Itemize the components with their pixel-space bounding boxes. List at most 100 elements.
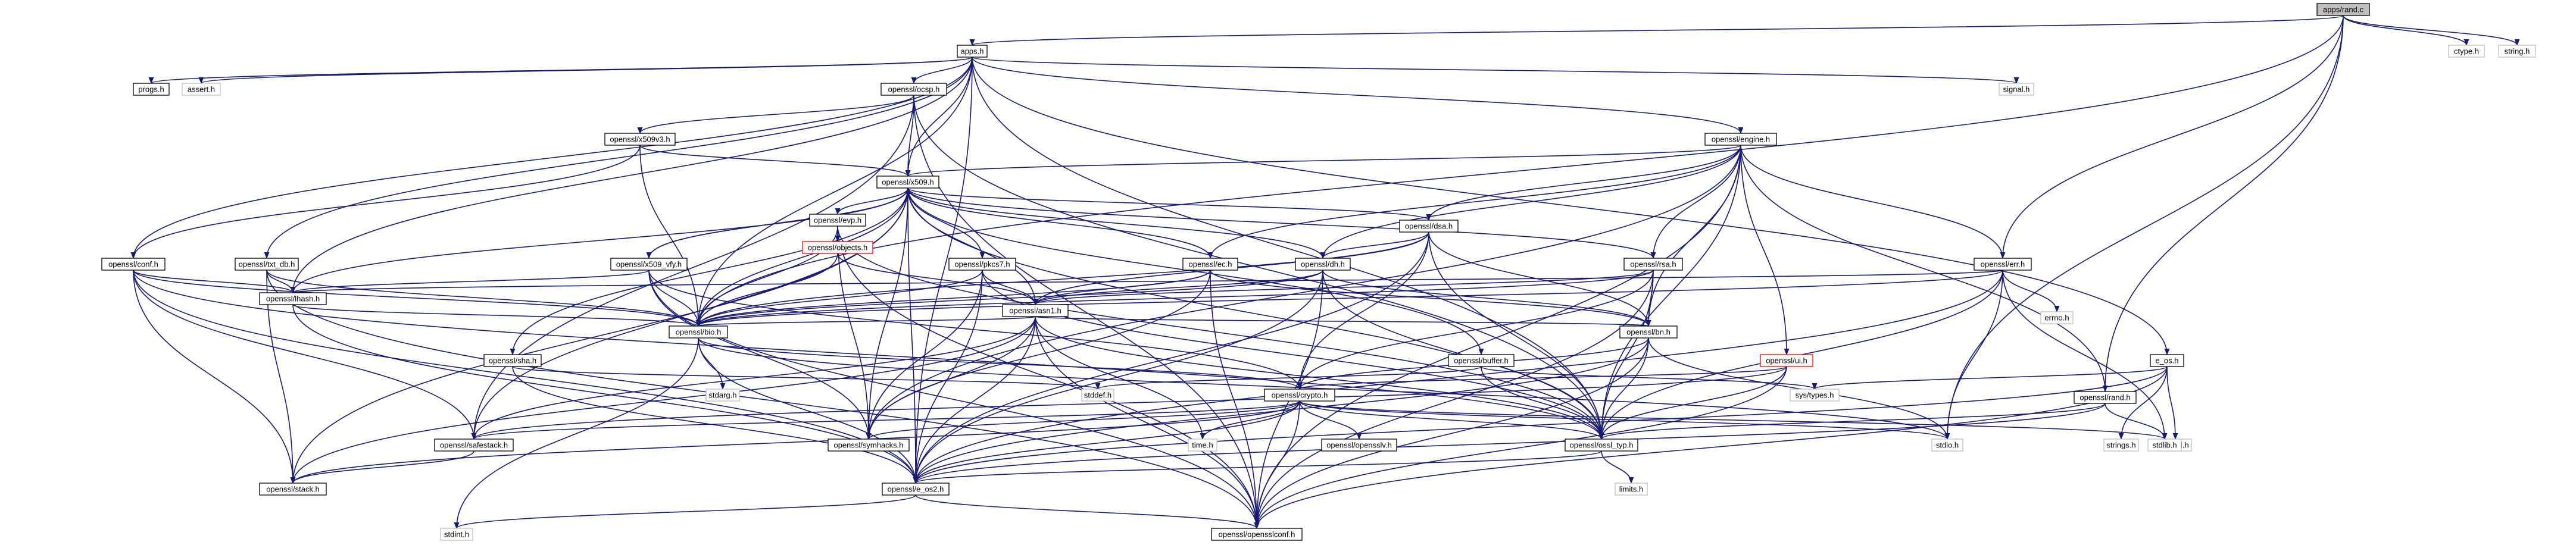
node-box	[2150, 354, 2184, 367]
edge-x509_h-to-asn1_h	[907, 187, 1038, 306]
node-engine-h[interactable]: openssl/engine.h	[1704, 133, 1777, 146]
edge-txt_db_h-to-stack_h	[266, 270, 296, 484]
node-box	[880, 83, 947, 96]
node-symhacks-h[interactable]: openssl/symhacks.h	[828, 438, 910, 452]
edge-rsa_h-to-bio_h	[695, 270, 1654, 327]
edge-apps_h-to-x509_h	[905, 57, 973, 177]
node-e-os-h[interactable]: e_os.h	[2150, 354, 2184, 367]
node-crypto-h[interactable]: openssl/crypto.h	[1264, 389, 1335, 402]
node-opensslconf-h[interactable]: openssl/opensslconf.h	[1211, 528, 1303, 541]
edge-x509_h-to-buffer_h	[907, 187, 1484, 356]
node-box	[259, 292, 327, 305]
edge-lhash_h-to-e_os2_h	[292, 304, 919, 484]
node-x509-vfy-h[interactable]: openssl/x509_vfy.h	[610, 258, 688, 271]
node-dsa-h[interactable]: openssl/dsa.h	[1399, 220, 1459, 233]
node-box	[1399, 220, 1459, 233]
node-err-h[interactable]: openssl/err.h	[1974, 258, 2032, 271]
edge-conf_h-to-stack_h	[133, 270, 296, 484]
node-opensslv-h[interactable]: openssl/opensslv.h	[1321, 438, 1397, 452]
node-objects-h[interactable]: openssl/objects.h	[802, 241, 873, 254]
node-txt-db-h[interactable]: openssl/txt_db.h	[235, 258, 299, 271]
node-safestack-h[interactable]: openssl/safestack.h	[434, 438, 514, 452]
edge-crypto_h-to-opensslv_h	[1299, 400, 1362, 440]
node-label: time.h	[1192, 441, 1213, 450]
node-stack-h[interactable]: openssl/stack.h	[259, 483, 327, 496]
node-label: progs.h	[138, 85, 164, 94]
node-x509v3-h[interactable]: openssl/x509v3.h	[604, 133, 676, 146]
node-label: openssl/bn.h	[1626, 328, 1671, 337]
edge-err_h-to-stdlib_h	[2002, 270, 2168, 440]
node-box	[882, 483, 950, 496]
node-sha-h[interactable]: openssl/sha.h	[483, 354, 542, 367]
node-box	[1081, 389, 1114, 402]
node-ec-h[interactable]: openssl/ec.h	[1182, 258, 1238, 271]
node-box	[1264, 389, 1335, 402]
node-box	[2316, 3, 2370, 16]
edge-pkcs7_h-to-bio_h	[695, 270, 983, 327]
node-label: openssl/sha.h	[489, 356, 536, 365]
edge-asn1_h-to-ossl_typ_h	[1035, 316, 1604, 440]
node-ui-h[interactable]: openssl/ui.h	[1760, 354, 1813, 367]
edge-rand_c-to-err_h	[2000, 15, 2344, 259]
edge-dsa_h-to-e_os2_h	[913, 231, 1429, 484]
edge-x509_h-to-rsa_h	[907, 187, 1656, 259]
node-box	[705, 389, 740, 402]
edge-safestack_h-to-stack_h	[290, 450, 474, 484]
node-lhash-h[interactable]: openssl/lhash.h	[259, 292, 327, 305]
node-label: openssl/lhash.h	[266, 295, 320, 303]
node-stdarg-h: stdarg.h	[705, 389, 740, 402]
node-evp-h[interactable]: openssl/evp.h	[809, 214, 866, 227]
edge-bio_h-to-stdarg_h	[698, 337, 726, 390]
edge-conf_h-to-ossl_typ_h	[133, 270, 1604, 440]
edge-ocsp_h-to-x509v3_h	[637, 95, 914, 134]
node-label: openssl/ossl_typ.h	[1570, 441, 1634, 450]
edge-err_h-to-bio_h	[695, 270, 2003, 327]
node-pkcs7-h[interactable]: openssl/pkcs7.h	[948, 258, 1016, 271]
node-conf-h[interactable]: openssl/conf.h	[101, 258, 166, 271]
node-box	[1211, 528, 1303, 541]
edge-rand_c-to-bio_h	[695, 15, 2344, 327]
edge-rsa_h-to-crypto_h	[1297, 270, 1654, 390]
node-label: sys/types.h	[1795, 391, 1834, 400]
node-box	[2040, 311, 2074, 324]
edge-e_os2_h-to-opensslconf_h	[915, 494, 1260, 530]
node-box	[1999, 83, 2034, 96]
edge-x509_vfy_h-to-bio_h	[648, 270, 701, 327]
node-rsa-h[interactable]: openssl/rsa.h	[1623, 258, 1683, 271]
node-buffer-h[interactable]: openssl/buffer.h	[1448, 354, 1515, 367]
edge-evp_h-to-ossl_typ_h	[837, 225, 1604, 440]
edge-conf_h-to-bio_h	[133, 270, 701, 327]
node-box	[1704, 133, 1777, 146]
node-stdint-h: stdint.h	[440, 528, 473, 541]
node-box	[182, 83, 221, 96]
node-rand-h[interactable]: openssl/rand.h	[2074, 391, 2137, 404]
node-dh-h[interactable]: openssl/dh.h	[1295, 258, 1351, 271]
edge-x509_h-to-sha_h	[510, 187, 908, 356]
node-ocsp-h[interactable]: openssl/ocsp.h	[880, 83, 947, 96]
node-label: openssl/e_os2.h	[888, 485, 944, 494]
node-progs-h[interactable]: progs.h	[133, 83, 170, 96]
edge-e_os_h-to-strings_h	[2118, 366, 2168, 440]
edge-crypto_h-to-stdio_h	[1299, 400, 1950, 440]
edge-apps_h-to-bio_h	[695, 57, 973, 327]
node-stdlib-h: stdlib.h	[2147, 438, 2182, 452]
node-box	[1295, 258, 1351, 271]
node-apps-h[interactable]: apps.h	[957, 45, 988, 58]
edge-rand_h-to-e_os2_h	[913, 403, 2106, 484]
edge-e_os2_h-to-stdint_h	[454, 494, 916, 530]
node-rand-c[interactable]: apps/rand.c	[2316, 3, 2370, 16]
node-e-os2-h[interactable]: openssl/e_os2.h	[882, 483, 950, 496]
edge-evp_h-to-symhacks_h	[837, 225, 872, 440]
node-bio-h[interactable]: openssl/bio.h	[669, 325, 728, 339]
edge-conf_h-to-safestack_h	[133, 270, 477, 440]
node-asn1-h[interactable]: openssl/asn1.h	[1002, 304, 1069, 317]
node-x509-h[interactable]: openssl/x509.h	[876, 176, 939, 189]
node-stddef-h: stddef.h	[1081, 389, 1114, 402]
edge-x509_vfy_h-to-lhash_h	[290, 270, 650, 294]
edge-bn_h-to-stdio_h	[1648, 337, 1950, 440]
node-label: openssl/objects.h	[808, 243, 867, 252]
edge-engine_h-to-x509_h	[905, 145, 1741, 177]
node-bn-h[interactable]: openssl/bn.h	[1619, 325, 1678, 339]
edge-rsa_h-to-asn1_h	[1032, 270, 1654, 306]
node-ossl-typ-h[interactable]: openssl/ossl_typ.h	[1565, 438, 1638, 452]
